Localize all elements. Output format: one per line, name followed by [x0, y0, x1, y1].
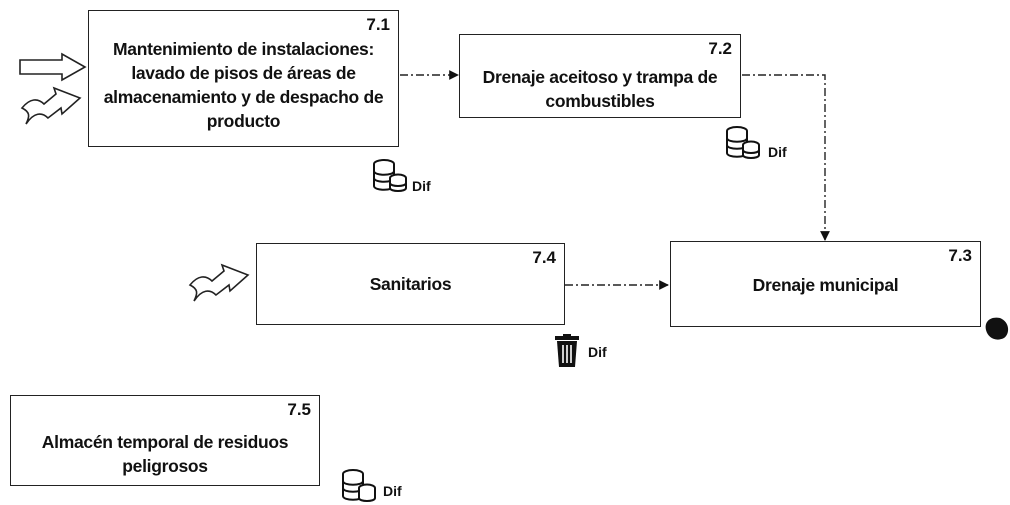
dif-tag: Dif [383, 483, 402, 499]
node-label: Drenaje municipal [752, 275, 899, 295]
edge-7-2-to-7-3 [742, 74, 830, 241]
node-label: Drenaje aceitoso y trampa de combustible… [482, 67, 718, 111]
wavy-arrow-icon [188, 263, 250, 302]
node-7-3: 7.3 Drenaje municipal [670, 241, 981, 327]
node-7-4: 7.4 Sanitarios [256, 243, 565, 325]
coin-stack-icon [373, 159, 407, 192]
node-label: Mantenimiento de instalaciones: lavado d… [103, 39, 384, 131]
trash-bin-icon [555, 334, 579, 367]
node-number: 7.2 [708, 39, 732, 58]
dif-tag: Dif [412, 178, 431, 194]
node-7-2: 7.2 Drenaje aceitoso y trampa de combust… [459, 34, 741, 118]
node-number: 7.3 [948, 246, 972, 265]
node-number: 7.5 [287, 400, 311, 419]
dif-tag: Dif [768, 144, 787, 160]
node-number: 7.4 [532, 248, 556, 267]
node-7-1: 7.1 Mantenimiento de instalaciones: lava… [88, 10, 399, 147]
coin-stack-icon [342, 469, 376, 502]
node-label: Almacén temporal de residuos peligrosos [41, 432, 289, 476]
hollow-arrow-icon [19, 52, 87, 82]
node-7-5: 7.5 Almacén temporal de residuos peligro… [10, 395, 320, 486]
coin-stack-icon [726, 126, 760, 159]
wavy-arrow-icon [20, 86, 82, 125]
black-blob-icon [985, 317, 1009, 340]
dif-tag: Dif [588, 344, 607, 360]
node-number: 7.1 [366, 15, 390, 34]
node-label: Sanitarios [369, 274, 452, 294]
